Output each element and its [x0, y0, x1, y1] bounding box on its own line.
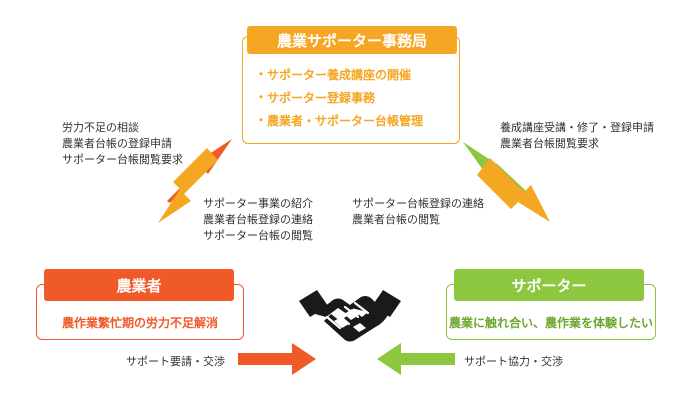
flow-label: 農業者台帳の登録申請 — [62, 137, 172, 150]
hq-to-supporter-arrow — [477, 158, 550, 222]
hq-panel: ・ サポーター養成講座の開催 ・ サポーター登録事務 ・ 農業者・サポーター台帳… — [242, 36, 460, 144]
supporter-title: サポーター — [454, 269, 644, 301]
farmer-to-center-label: サポート要請・交渉 — [126, 355, 225, 368]
hq-bullet: ・ — [255, 113, 268, 127]
supporter-description: 農業に触れ合い、農作業を体験したい — [448, 316, 653, 330]
farmer-title: 農業者 — [44, 269, 234, 301]
hq-title: 農業サポーター事務局 — [247, 26, 457, 54]
hq-item: ・ サポーター養成講座の開催 — [255, 65, 459, 83]
flow-label: サポーター台帳閲覧要求 — [62, 153, 183, 166]
hq-item-label: 農業者・サポーター台帳管理 — [267, 113, 424, 128]
flow-label: 農業者台帳登録の連絡 — [203, 213, 313, 226]
flow-label: サポーター台帳登録の連絡 — [352, 197, 484, 210]
supporter-to-center-label: サポート協力・交渉 — [464, 355, 563, 368]
right-hand — [324, 295, 388, 342]
flow-label: 農業者台帳閲覧要求 — [500, 137, 599, 150]
flow-label: 農業者台帳の閲覧 — [352, 213, 440, 226]
farmer-to-hq-labels: 労力不足の相談 農業者台帳の登録申請 サポーター台帳閲覧要求 — [62, 120, 183, 168]
flow-label: サポーター台帳の閲覧 — [203, 229, 313, 242]
hq-item: ・ 農業者・サポーター台帳管理 — [255, 111, 459, 129]
handshake-icon — [297, 286, 403, 348]
left-hand — [315, 298, 354, 317]
hq-item: ・ サポーター登録事務 — [255, 88, 459, 106]
hq-bullet: ・ — [255, 67, 268, 81]
hq-bullet: ・ — [255, 90, 268, 104]
handshake-icon-graphic — [299, 290, 401, 342]
flow-label: 養成講座受講・修了・登録申請 — [500, 121, 654, 134]
hq-to-farmer-labels: サポーター事業の紹介 農業者台帳登録の連絡 サポーター台帳の閲覧 — [203, 196, 313, 244]
hq-item-label: サポーター養成講座の開催 — [267, 67, 412, 82]
hq-to-supporter-labels: サポーター台帳登録の連絡 農業者台帳の閲覧 — [352, 196, 484, 228]
handshake-outline — [325, 301, 370, 330]
supporter-to-hq-labels: 養成講座受講・修了・登録申請 農業者台帳閲覧要求 — [500, 120, 654, 152]
flow-label: 労力不足の相談 — [62, 121, 139, 134]
hq-item-label: サポーター登録事務 — [267, 90, 376, 105]
flow-label: サポーター事業の紹介 — [203, 197, 313, 210]
handshake-highlight — [334, 309, 366, 332]
farmer-description: 農作業繁忙期の労力不足解消 — [61, 316, 218, 330]
